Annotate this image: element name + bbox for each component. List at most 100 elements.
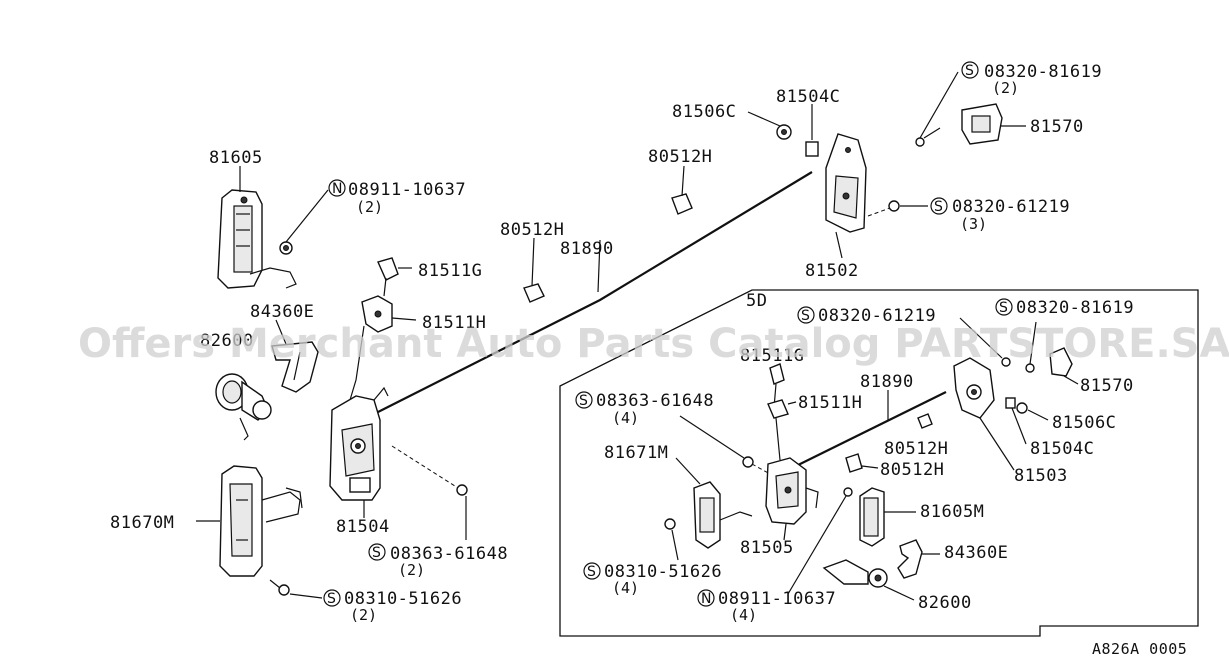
- label-81605: 81605: [209, 148, 263, 168]
- part-i81505-lock[interactable]: [765, 457, 819, 525]
- s-symbol-icon: [575, 391, 593, 409]
- part-i81504C-clip[interactable]: [1005, 397, 1016, 409]
- n-symbol-text: N: [332, 181, 342, 197]
- qty-08911-top: (2): [356, 198, 383, 216]
- s-symbol-icon: [368, 543, 386, 561]
- s-symbol-icon: [797, 306, 815, 324]
- qty-i08363: (4): [612, 409, 639, 427]
- label-i81671M: 81671M: [604, 443, 668, 463]
- part-i81570-striker[interactable]: [1049, 347, 1073, 377]
- part-08363-screw[interactable]: [391, 445, 468, 496]
- inset-frame-5d: [559, 289, 1199, 637]
- part-82600-key-cylinder[interactable]: [215, 373, 272, 441]
- label-82600-top: 82600: [200, 331, 254, 351]
- label-i08363: 08363-61648: [596, 391, 714, 411]
- part-08320-61219-screw-top[interactable]: [867, 200, 900, 217]
- label-81511G: 81511G: [418, 261, 482, 281]
- part-81504-door-lock[interactable]: [329, 386, 389, 501]
- label-08911-top: 08911-10637: [348, 180, 466, 200]
- part-i80512H-clip-b[interactable]: [845, 453, 863, 473]
- label-i81506C: 81506C: [1052, 413, 1116, 433]
- qty-i08310: (4): [612, 579, 639, 597]
- part-i81671M-inside-handle[interactable]: [693, 481, 753, 549]
- qty-08310-main: (2): [350, 606, 377, 624]
- label-80512H-b: 80512H: [648, 147, 712, 167]
- label-i08911: 08911-10637: [718, 589, 836, 609]
- part-i81890-rod[interactable]: [791, 391, 947, 469]
- part-84360E-bracket[interactable]: [271, 341, 319, 393]
- qty-i08911: (4): [730, 606, 757, 624]
- s-symbol-icon: [930, 197, 948, 215]
- label-i81605M: 81605M: [920, 502, 984, 522]
- s-symbol-text: S: [965, 63, 974, 79]
- label-i84360E: 84360E: [944, 543, 1008, 563]
- part-81511G-lock-knob[interactable]: [377, 257, 399, 297]
- part-08310-screw[interactable]: [269, 579, 290, 596]
- part-i08320-81619-screw[interactable]: [1025, 363, 1035, 373]
- qty-08320-61219-top: (3): [960, 215, 987, 233]
- label-80512H-a: 80512H: [500, 220, 564, 240]
- n-symbol-icon: [328, 179, 346, 197]
- label-i80512H-a: 80512H: [884, 439, 948, 459]
- part-81605-outside-handle[interactable]: [217, 189, 297, 289]
- label-i81511H: 81511H: [798, 393, 862, 413]
- part-i84360E-bracket[interactable]: [897, 539, 923, 579]
- qty-08320-81619-top: (2): [992, 79, 1019, 97]
- label-84360E-top: 84360E: [250, 302, 314, 322]
- part-81511H-lever[interactable]: [349, 295, 393, 401]
- label-81504: 81504: [336, 517, 390, 537]
- part-81502-back-door-lock[interactable]: [825, 133, 867, 233]
- s-symbol-icon: [323, 589, 341, 607]
- s-symbol-text: S: [801, 308, 810, 324]
- part-80512H-clip-b[interactable]: [671, 193, 693, 215]
- qty-08363-main: (2): [398, 561, 425, 579]
- label-81511H: 81511H: [422, 313, 486, 333]
- label-i80512H-b: 80512H: [880, 460, 944, 480]
- part-i81511G-knob[interactable]: [769, 363, 785, 409]
- part-i80512H-clip-a[interactable]: [917, 413, 933, 429]
- label-81670M: 81670M: [110, 513, 174, 533]
- part-i81511H-lever[interactable]: [767, 399, 789, 461]
- label-08363-main: 08363-61648: [390, 544, 508, 564]
- part-i08320-61219-screw[interactable]: [1001, 357, 1011, 367]
- s-symbol-text: S: [372, 545, 381, 561]
- label-i82600: 82600: [918, 593, 972, 613]
- label-i81504C: 81504C: [1030, 439, 1094, 459]
- part-80512H-clip-a[interactable]: [523, 283, 545, 303]
- label-81504C: 81504C: [776, 87, 840, 107]
- part-81504C-clip[interactable]: [805, 141, 819, 157]
- s-symbol-icon: [583, 562, 601, 580]
- s-symbol-text: S: [999, 300, 1008, 316]
- watermark-text: Offers Merchant Auto Parts Catalog PARTS…: [78, 321, 1229, 367]
- part-81506C-bushing[interactable]: [776, 124, 792, 140]
- label-81506C: 81506C: [672, 102, 736, 122]
- part-i82600-key-cylinder[interactable]: [822, 559, 888, 588]
- label-81570-top: 81570: [1030, 117, 1084, 137]
- label-i81511G: 81511G: [740, 346, 804, 366]
- part-i08310-screw[interactable]: [664, 518, 676, 530]
- label-81502: 81502: [805, 261, 859, 281]
- label-81890-main: 81890: [560, 239, 614, 259]
- part-i81605M-outside-handle[interactable]: [859, 487, 885, 547]
- label-i81503: 81503: [1014, 466, 1068, 486]
- n-symbol-text: N: [701, 591, 711, 607]
- label-i81505: 81505: [740, 538, 794, 558]
- part-81570-striker-top[interactable]: [961, 103, 1003, 145]
- label-08320-61219-top: 08320-61219: [952, 197, 1070, 217]
- n-symbol-icon: [697, 589, 715, 607]
- label-i08320-81619: 08320-81619: [1016, 298, 1134, 318]
- part-i08911-nut[interactable]: [843, 487, 853, 497]
- label-i08320-61219: 08320-61219: [818, 306, 936, 326]
- label-i81890: 81890: [860, 372, 914, 392]
- part-i81506C-bushing[interactable]: [1016, 402, 1028, 414]
- part-08911-nut[interactable]: [279, 241, 293, 255]
- part-08320-81619-screw-top[interactable]: [915, 127, 941, 147]
- s-symbol-text: S: [587, 564, 596, 580]
- part-81890-rod[interactable]: [377, 171, 813, 413]
- diagram-code: A826A 0005: [1092, 640, 1187, 658]
- part-i08363-screw[interactable]: [742, 456, 771, 475]
- part-81670M-inside-handle[interactable]: [219, 465, 303, 577]
- part-i81503-back-door-lock[interactable]: [953, 357, 995, 419]
- label-08310-main: 08310-51626: [344, 589, 462, 609]
